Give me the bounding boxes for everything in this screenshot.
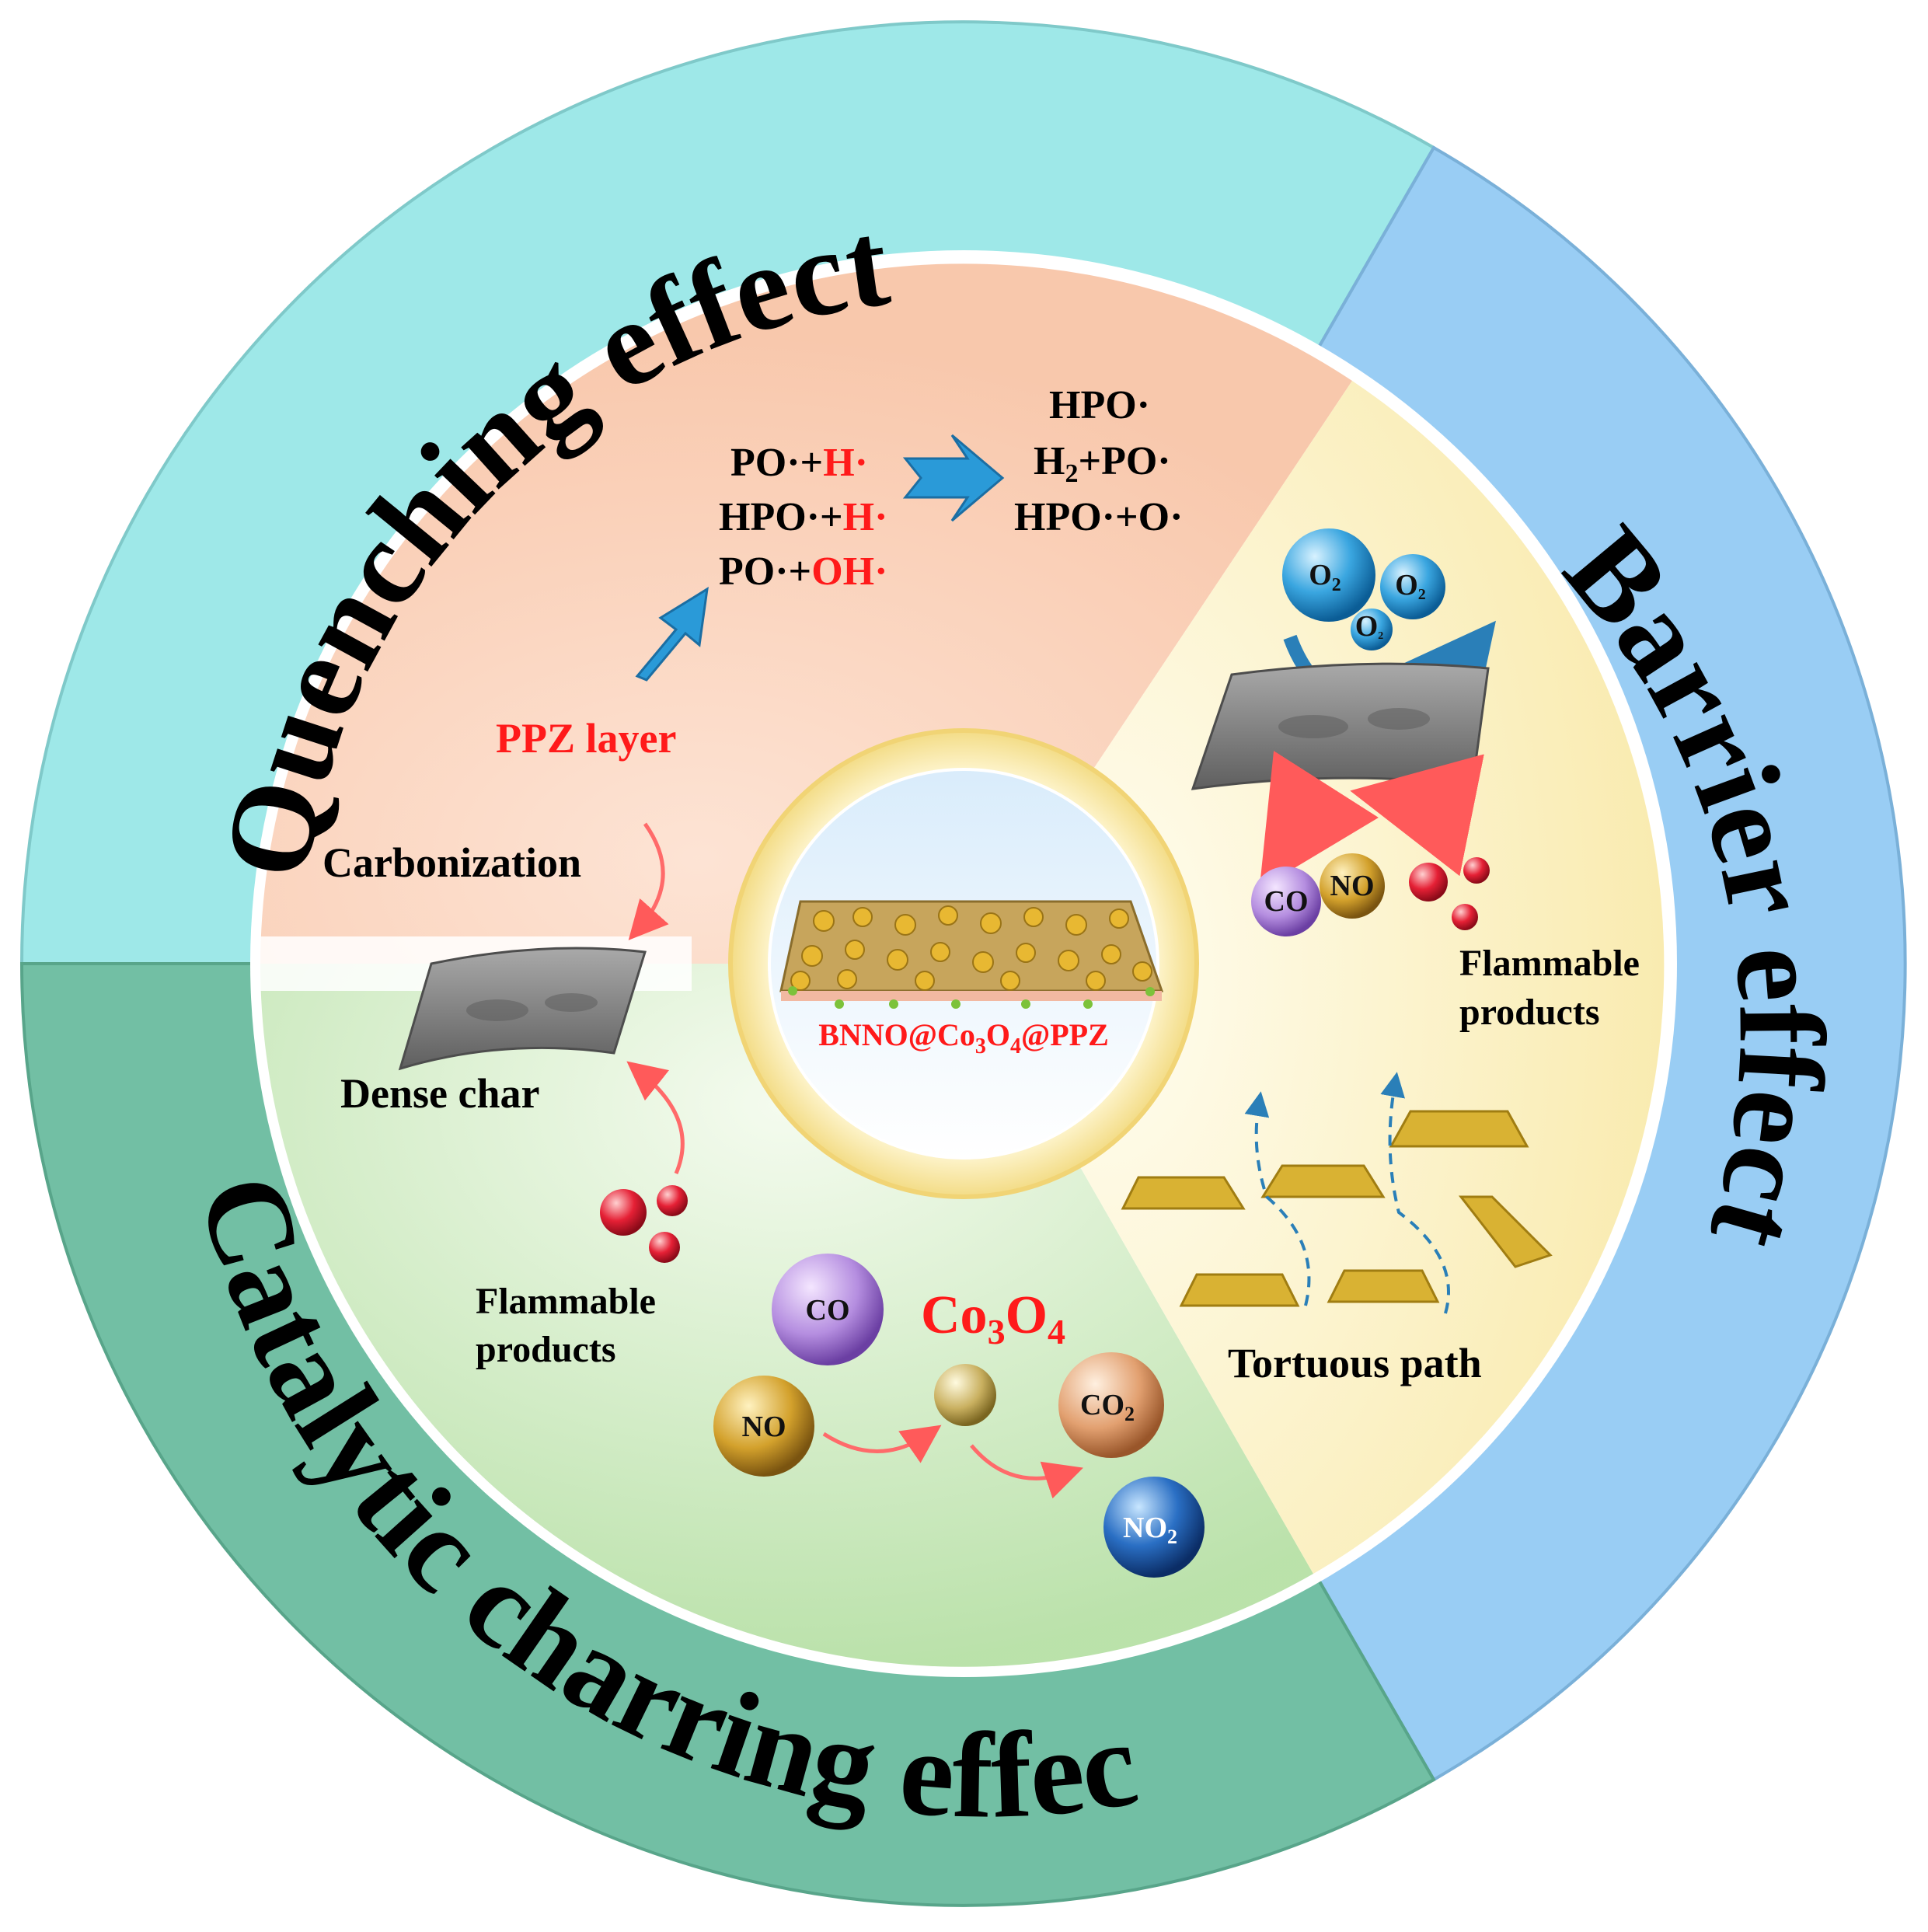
svg-text:CO: CO [806,1294,850,1327]
svg-text:O2: O2 [1395,569,1426,603]
o2-molecules-icon: O2 O2 O2 [1282,528,1445,650]
carbonization-label: Carbonization [322,839,581,886]
reaction-arrow-icon [902,434,1005,522]
hub-label: BNNO@Co3O4@PPZ [818,1017,1109,1058]
co3o4-label: Co3O4 [921,1285,1065,1351]
no2-molecule-icon: NO2 [1103,1477,1205,1578]
catalysis-arrow-1 [822,1425,942,1463]
barrier-flammable-molecules-icon [1409,857,1490,930]
tortuous-path-arrows [1244,1072,1450,1314]
products-label-1: products [476,1329,616,1370]
bnno-nanosheet-icon [779,900,1164,1009]
reactant-eq-1: PO·+H· [730,441,868,485]
svg-text:NO: NO [742,1411,786,1443]
blocked-arrow-left [1259,751,1379,889]
barrier-no-molecule-icon: NO [1320,853,1385,919]
char-formation-arrow [626,1061,685,1174]
co2-molecule-icon: CO2 [1058,1352,1164,1458]
product-eq-2: H2+PO· [1034,439,1171,488]
product-eq-3: HPO·+O· [1014,495,1183,539]
tortuous-path-label: Tortuous path [1228,1340,1482,1386]
flammable-molecules-icon [600,1185,688,1263]
barrier-char-sheet-icon [1191,662,1490,790]
reactant-eq-3: PO·+OH· [719,549,887,594]
flammable-label-1: Flammable [476,1281,656,1322]
barrier-co-molecule-icon: CO [1251,867,1321,936]
quenching-panel: PO·+H· HPO·+H· PO·+OH· HPO· H2+PO· HPO·+… [322,383,1183,940]
blocked-arrow-right [1350,754,1484,877]
svg-text:CO2: CO2 [1080,1389,1135,1425]
barrier-panel: O2 O2 O2 CO NO Flammable products [1121,528,1640,1386]
ppz-layer-label: PPZ layer [496,715,676,762]
dense-char-label: Dense char [340,1070,539,1117]
no-molecule-icon: NO [713,1376,814,1477]
tortuous-path-platelets-icon [1121,1110,1553,1307]
central-hub: BNNO@Co3O4@PPZ [728,728,1199,1199]
co3o4-catalyst-icon [934,1364,996,1426]
svg-text:O2: O2 [1355,610,1384,643]
up-arrow-icon [635,587,709,682]
carbonization-arrow [628,822,669,940]
svg-text:O2: O2 [1309,559,1341,595]
flammable-label-2: Flammable [1459,943,1640,984]
product-eq-1: HPO· [1049,383,1150,427]
products-label-2: products [1459,992,1600,1033]
svg-text:CO: CO [1264,885,1309,918]
catalysis-arrow-2 [970,1444,1083,1499]
catalytic-panel: Dense char Flammable products CO NO Co3O… [340,1061,1205,1578]
co-molecule-icon: CO [772,1254,884,1365]
dense-char-sheet-icon [398,947,647,1071]
reactant-eq-2: HPO·+H· [719,495,887,539]
svg-text:NO: NO [1330,870,1375,902]
svg-text:NO2: NO2 [1123,1512,1177,1548]
